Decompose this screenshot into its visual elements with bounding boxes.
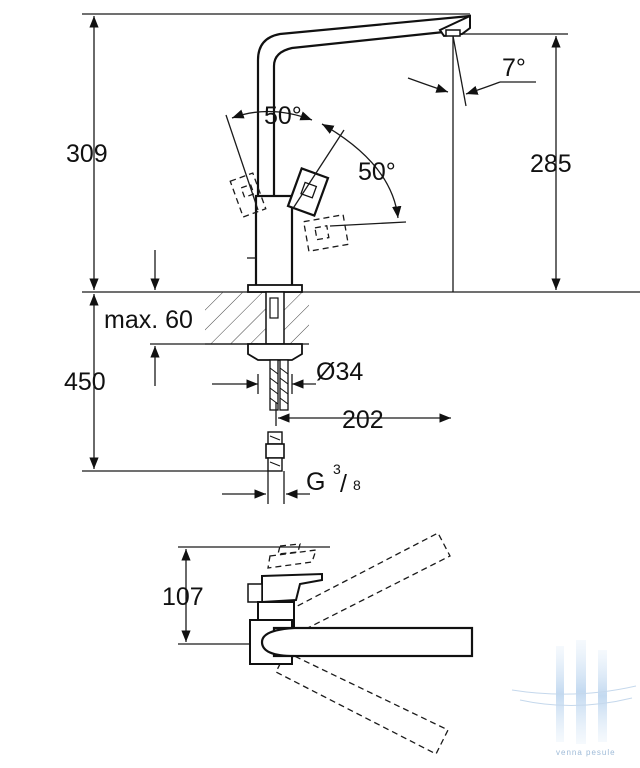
total-height-label: 309 — [66, 140, 108, 168]
angle-ref-line-lower — [329, 221, 407, 227]
top-lever-solid — [247, 572, 323, 604]
lever-angle-side-label: 50° — [358, 158, 396, 186]
side-view: 309 285 450 max. 60 — [64, 13, 640, 504]
base-plate — [247, 284, 303, 293]
lever-dashed-left — [229, 172, 267, 218]
spout-angle-label: 7° — [502, 54, 526, 82]
watermark-text: venna pesule — [556, 748, 616, 757]
seven-degree-arrow-right — [465, 81, 501, 95]
seven-degree-arrow-left — [407, 77, 449, 93]
shank-detail — [269, 297, 279, 319]
top-view-spout-root — [260, 626, 295, 658]
supply-hoses — [265, 359, 289, 472]
top-view-spout — [272, 626, 474, 658]
tap-body — [254, 194, 294, 292]
aerator — [445, 29, 461, 37]
watermark-bar-3 — [598, 650, 607, 742]
watermark-bar-2 — [576, 640, 586, 744]
spout-swivel-upper-dashed — [279, 532, 451, 637]
connection-thread-numerator: 3 — [333, 461, 341, 477]
watermark-arc-2 — [519, 697, 633, 707]
lever-dashed-right — [302, 214, 350, 252]
spout-swivel-lower-dashed — [275, 651, 449, 755]
spout-height-label: 285 — [530, 150, 572, 178]
connection-thread-slash: / — [340, 470, 347, 498]
angle-ref-line-left — [225, 114, 259, 211]
connection-thread-denominator: 8 — [353, 477, 361, 493]
spout-inner — [272, 30, 445, 198]
spout-reach-label: 202 — [342, 406, 384, 434]
spout-angle-line — [452, 35, 467, 107]
top-view-width-label: 107 — [162, 583, 204, 611]
lever-solid — [286, 167, 330, 217]
countertop-section — [205, 292, 309, 344]
hose-length-label: 450 — [64, 368, 106, 396]
fixing-nut — [247, 343, 303, 361]
top-lever-dashed — [267, 543, 317, 569]
top-view: 107 — [162, 532, 474, 755]
watermark-arc-1 — [511, 685, 637, 695]
lever-angle-front-label: 50° — [264, 102, 302, 130]
connection-thread-prefix: G — [306, 468, 325, 496]
max-deck-thickness-label: max. 60 — [104, 306, 193, 334]
hole-diameter-label: Ø34 — [316, 358, 363, 386]
front-angle-arc — [231, 109, 313, 121]
watermark: venna pesule — [511, 640, 637, 757]
side-angle-arc — [321, 123, 402, 219]
